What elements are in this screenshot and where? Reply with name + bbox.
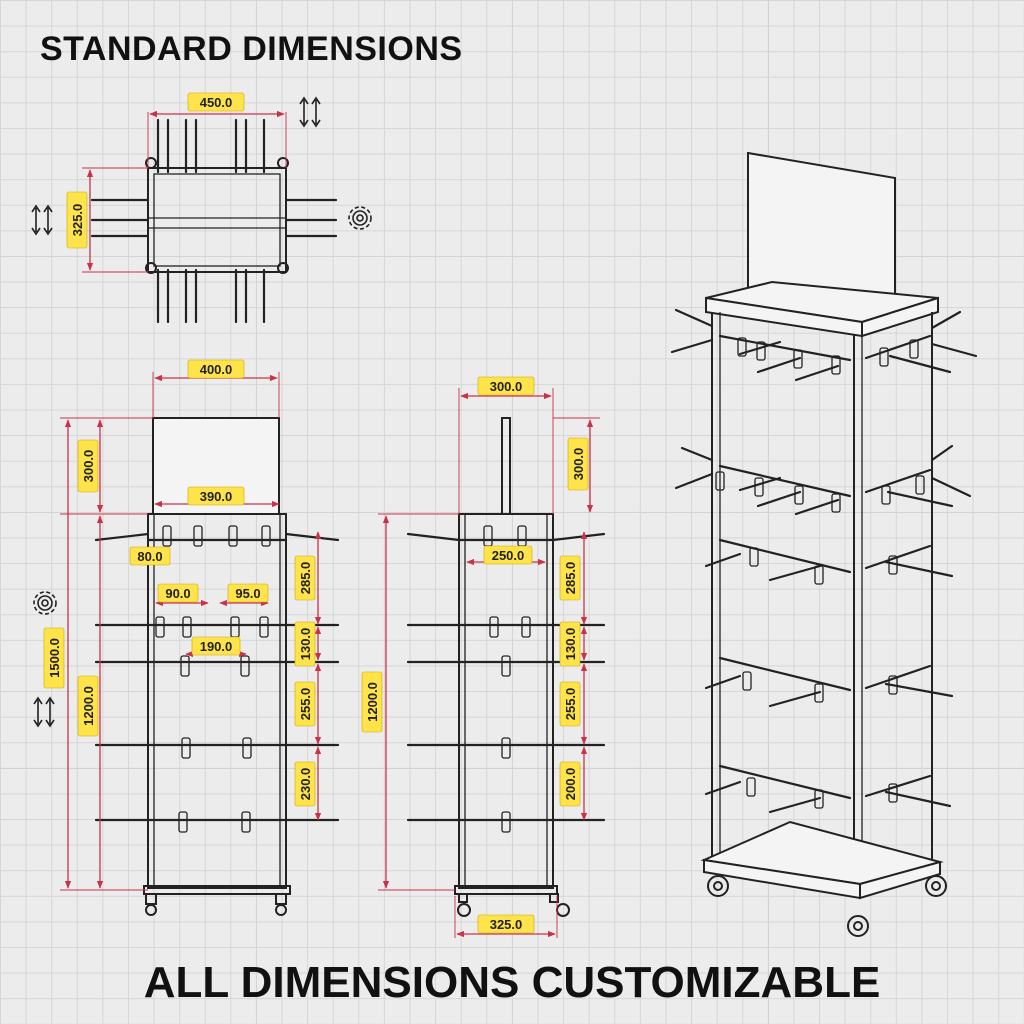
dim-label-side-base-width: 325.0	[477, 914, 535, 934]
gear-icon	[33, 591, 57, 615]
dim-label-front-tier-2: 130.0	[294, 621, 316, 667]
resize-vertical-icon	[299, 96, 321, 128]
dim-label-front-total-height: 1500.0	[43, 627, 65, 689]
dim-label-side-inner-width: 250.0	[483, 545, 533, 565]
page-title: STANDARD DIMENSIONS	[40, 30, 463, 68]
svg-text:255.0: 255.0	[563, 688, 578, 721]
svg-text:230.0: 230.0	[298, 768, 313, 801]
dim-label-front-header-height: 300.0	[77, 439, 99, 493]
dim-label-side-tier-3: 255.0	[559, 681, 581, 727]
dim-label-top-width: 450.0	[187, 92, 245, 112]
dim-label-front-overall-width: 400.0	[187, 359, 245, 379]
svg-text:250.0: 250.0	[492, 548, 525, 563]
svg-text:285.0: 285.0	[563, 562, 578, 595]
footer-caption: ALL DIMENSIONS CUSTOMIZABLE	[143, 958, 881, 1007]
gear-icon	[348, 206, 372, 230]
svg-text:1200.0: 1200.0	[365, 682, 380, 722]
dim-label-side-tier-4: 200.0	[559, 761, 581, 807]
svg-text:80.0: 80.0	[137, 549, 162, 564]
resize-vertical-icon	[33, 696, 55, 728]
dim-label-front-spacing-b: 90.0	[157, 583, 199, 603]
svg-text:1500.0: 1500.0	[47, 638, 62, 678]
dim-label-top-depth: 325.0	[66, 191, 88, 249]
dim-label-front-spacing-d: 190.0	[191, 636, 241, 656]
dim-label-front-spacing-a: 80.0	[129, 546, 171, 566]
svg-text:300.0: 300.0	[571, 448, 586, 481]
dim-label-side-tier-1: 285.0	[559, 555, 581, 601]
dim-label-side-header-width: 300.0	[477, 376, 535, 396]
svg-text:90.0: 90.0	[165, 586, 190, 601]
svg-text:130.0: 130.0	[563, 628, 578, 661]
svg-text:300.0: 300.0	[81, 450, 96, 483]
dim-label-front-frame-height: 1200.0	[77, 675, 99, 737]
dim-label-front-spacing-c: 95.0	[227, 583, 269, 603]
dim-label-side-tier-2: 130.0	[559, 621, 581, 667]
svg-text:95.0: 95.0	[235, 586, 260, 601]
svg-text:1200.0: 1200.0	[81, 686, 96, 726]
svg-text:300.0: 300.0	[490, 379, 523, 394]
dim-label-front-inner-width: 390.0	[187, 486, 245, 506]
svg-text:285.0: 285.0	[298, 562, 313, 595]
svg-text:390.0: 390.0	[200, 489, 233, 504]
dim-label-side-header-height: 300.0	[567, 437, 589, 491]
svg-text:130.0: 130.0	[298, 628, 313, 661]
svg-text:400.0: 400.0	[200, 362, 233, 377]
svg-text:190.0: 190.0	[200, 639, 233, 654]
dim-label-front-tier-4: 230.0	[294, 761, 316, 807]
resize-vertical-icon	[31, 204, 53, 236]
top-view	[82, 110, 338, 324]
svg-text:200.0: 200.0	[563, 768, 578, 801]
svg-text:325.0: 325.0	[70, 204, 85, 237]
svg-text:450.0: 450.0	[200, 95, 233, 110]
svg-text:255.0: 255.0	[298, 688, 313, 721]
svg-text:325.0: 325.0	[490, 917, 523, 932]
dim-label-front-tier-3: 255.0	[294, 681, 316, 727]
dim-label-side-frame-height: 1200.0	[361, 671, 383, 733]
isometric-view	[670, 151, 978, 937]
dim-label-front-tier-1: 285.0	[294, 555, 316, 601]
